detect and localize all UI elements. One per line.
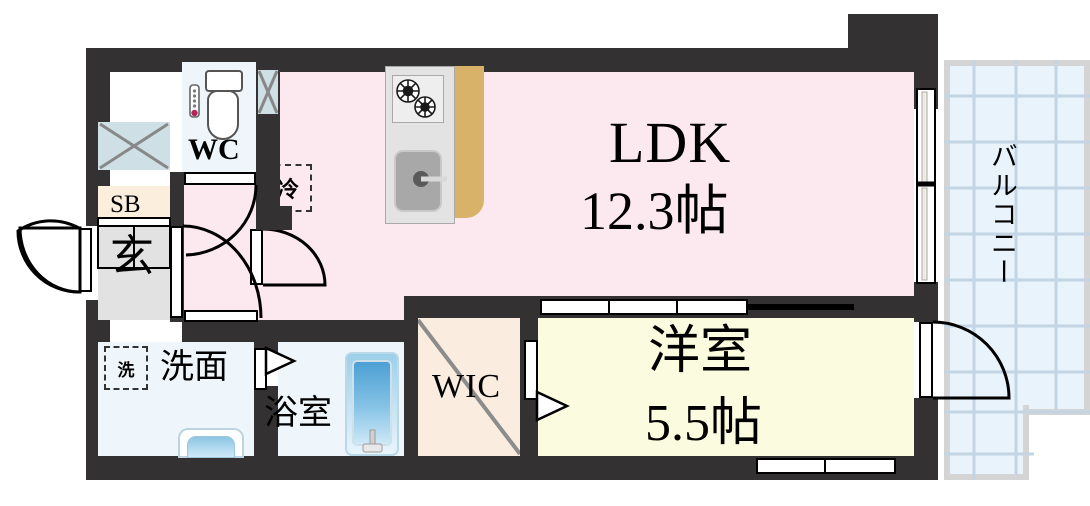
hall-door-leaf[interactable] [170,226,183,318]
balcony-sliding-door-leaves [916,91,936,281]
bedroom-floor-upper-right [538,318,914,398]
washroom-floor-upper [98,342,254,390]
genkan-label: 玄 [110,231,154,282]
closet-sliding-track [746,304,854,310]
bedroom-door-folding-arrow [535,390,570,422]
wash-basin-bowl [187,436,235,458]
wall-fridge-bottom [256,206,292,230]
stove-burner-icons [396,79,436,118]
wc-door-leaf[interactable] [184,172,256,185]
bathroom-label: 浴室 [264,393,332,433]
balcony-floor-lower [950,405,1023,474]
kitchen-small-window-cross [257,70,279,114]
bedroom-balcony-door-swing [932,320,1011,400]
bedroom-window-panel-1[interactable] [756,458,828,474]
kitchen-faucet [413,171,447,187]
bedroom-size-label: 5.5帖 [645,395,763,452]
toilet-bowl [207,90,239,140]
wc-door-swing [185,184,258,257]
entrance-door-swing-arc [18,226,82,294]
closet-sliding-panel-2[interactable] [608,299,680,315]
shoebox-label: SB [110,191,141,218]
wc-label: WC [188,133,240,166]
bedroom-door-leaf[interactable] [524,340,538,400]
balcony-label: バルコニー [985,142,1017,287]
bath-door-folding-arrow [264,346,297,376]
ldk-label: LDK [609,110,732,175]
wall-hall-bottom [182,320,438,342]
washroom-label: 洗面 [160,347,228,387]
hall-door-threshold [184,310,258,322]
closet-sliding-panel-3[interactable] [676,299,748,315]
ldk-size-label: 12.3帖 [580,181,729,241]
ldk-door-swing [262,227,327,287]
wall-right-upper [914,48,938,90]
bedroom-balcony-door-leaf[interactable] [919,322,933,398]
toilet-tank [205,70,243,92]
balcony-tile-grid [944,60,1090,480]
toilet-flush-lever [189,84,200,118]
meter-box-cross-icon [99,122,169,170]
wic-diagonal-marker [416,318,522,456]
wic-label: WIC [432,368,502,405]
wall-right-mid [914,282,938,322]
bathtub-faucet [362,429,383,453]
bedroom-window-panel-2[interactable] [824,458,896,474]
bedroom-label: 洋室 [648,323,753,380]
hall-door-swing [182,224,263,319]
shoebox [98,186,170,220]
wall-washroom-right [254,386,278,456]
closet-sliding-panel-1[interactable] [540,299,612,315]
washing-machine-space: 洗 [104,346,148,390]
washer-label: 洗 [117,360,135,381]
kitchen-counter-edge [452,66,484,218]
wall-wic-left [404,296,418,456]
refrigerator-label: 冷 [276,178,299,203]
